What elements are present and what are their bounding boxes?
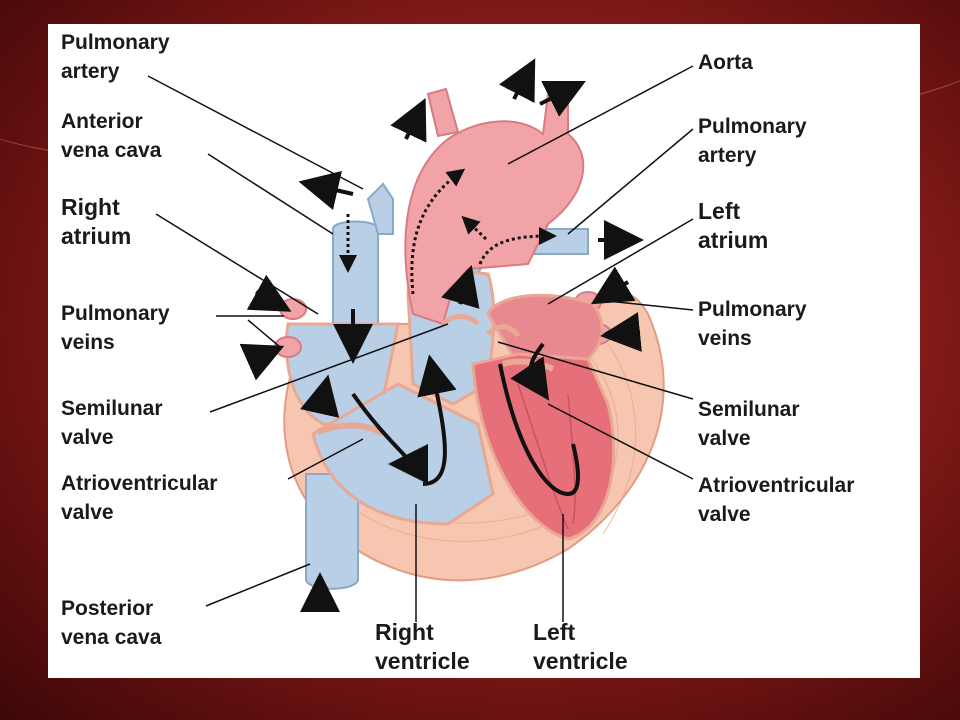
flow-arrow-lv-loop bbox=[498, 363, 580, 497]
leader-right-atrium bbox=[155, 213, 319, 315]
flow-arrow-rv-up bbox=[417, 354, 457, 486]
semilunar-valve-right-shape bbox=[486, 324, 521, 338]
flow-arrow-right-atrium-lower bbox=[300, 374, 340, 418]
flow-arrow-pulmonary-artery-left bbox=[298, 170, 354, 210]
flow-arrow-aorta-branch-3 bbox=[539, 81, 586, 117]
aorta-arch bbox=[404, 93, 585, 326]
aorta-branch-1 bbox=[426, 87, 460, 138]
leader-pulmonary-veins-left-2 bbox=[247, 319, 281, 348]
flow-arrow-pulmonary-outflow bbox=[441, 264, 480, 309]
leader-atrioventricular-valve-right bbox=[547, 403, 694, 480]
flow-arrow-pulmonary-vein-right-1 bbox=[590, 266, 636, 305]
flow-arrow-pulmonary-vein-right-2 bbox=[600, 312, 642, 352]
leader-anterior-vena-cava bbox=[207, 153, 334, 235]
av-valve-left-shape bbox=[316, 422, 385, 437]
label-aorta: Aorta bbox=[698, 51, 753, 74]
anterior-vena-cava bbox=[332, 220, 379, 325]
flow-arrow-av-right bbox=[351, 392, 429, 484]
semilunar-valve-left-shape bbox=[441, 314, 480, 326]
leader-posterior-vena-cava bbox=[205, 563, 311, 607]
flow-arrow-pulmonary-vein-left-2 bbox=[239, 343, 285, 381]
leader-semilunar-valve-right bbox=[497, 341, 694, 400]
flow-arrow-la-down bbox=[510, 342, 550, 401]
leader-atrioventricular-valve-left bbox=[287, 438, 364, 480]
leader-pulmonary-veins-right-2 bbox=[603, 313, 639, 335]
flow-arrow-pulmonary-vein-left-1 bbox=[246, 274, 292, 312]
flow-arrow-aorta-branch-2 bbox=[499, 58, 536, 103]
flow-dotted-pulmonary-branch bbox=[478, 227, 557, 265]
flow-arrow-aorta-branch-1 bbox=[390, 97, 427, 143]
leader-pulmonary-artery-left bbox=[147, 75, 364, 190]
pulmonary-trunk bbox=[366, 182, 394, 235]
heart-diagram bbox=[147, 58, 694, 622]
flow-dotted-pulmonary-left bbox=[461, 215, 488, 241]
flow-dotted-aorta bbox=[410, 168, 466, 295]
leader-left-atrium bbox=[547, 218, 694, 305]
leader-pulmonary-veins-right-1 bbox=[597, 299, 694, 311]
leader-aorta bbox=[507, 65, 694, 165]
leader-pulmonary-artery-right bbox=[567, 128, 694, 235]
leader-semilunar-valve-left bbox=[209, 323, 449, 413]
